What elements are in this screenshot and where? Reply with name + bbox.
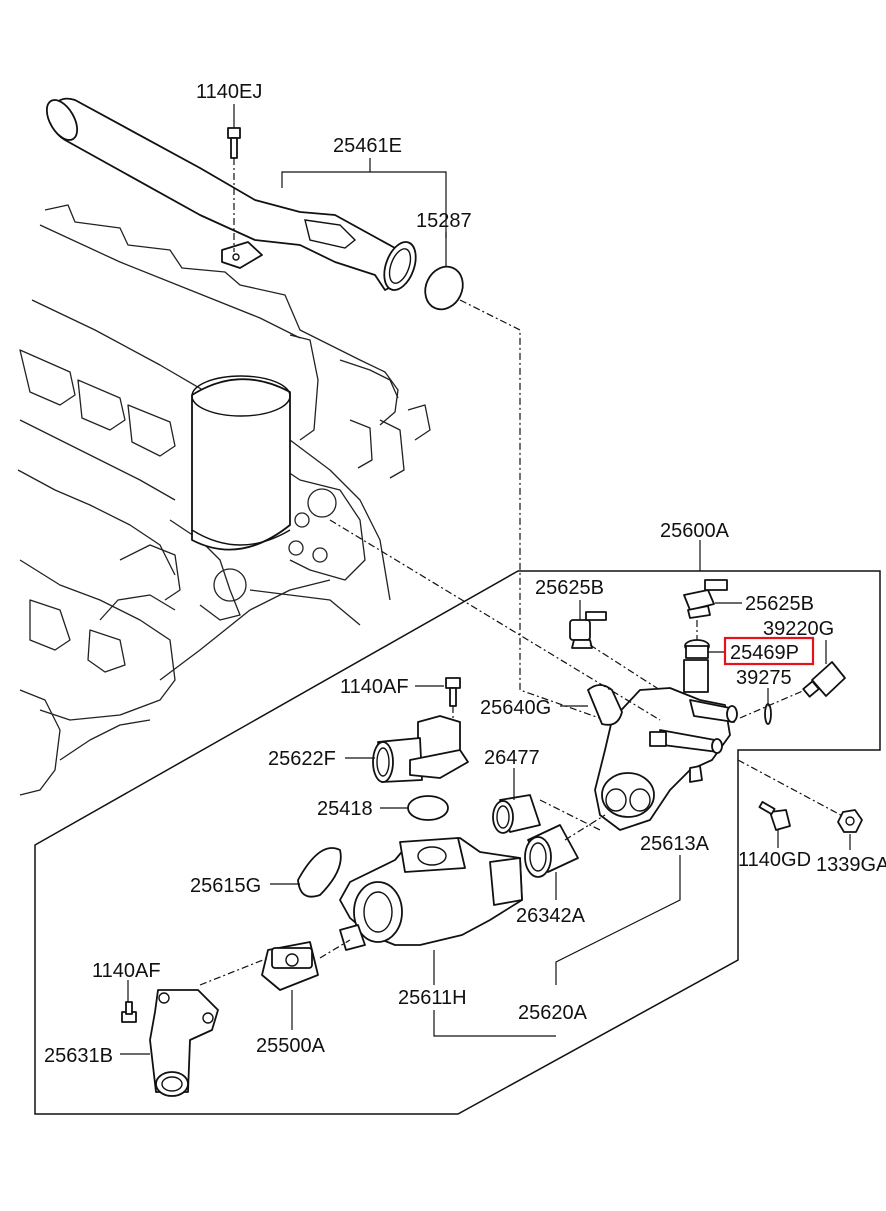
thermostat-housing-25613A <box>594 659 738 831</box>
o-ring-15287 <box>424 265 464 311</box>
label-1339GA: 1339GA <box>816 854 886 876</box>
water-inlet-25631B <box>149 989 219 1097</box>
assembly-frame <box>34 570 881 1115</box>
seal-25469P <box>684 639 710 659</box>
label-25615G: 25615G <box>190 875 261 897</box>
gasket-39275 <box>764 703 772 725</box>
bolt-1140EJ <box>227 127 241 159</box>
label-25418: 25418 <box>317 798 373 820</box>
hose-26477 <box>492 794 541 834</box>
housing-25611H <box>339 837 523 951</box>
label-25600A: 25600A <box>660 520 730 542</box>
label-25631B: 25631B <box>44 1045 113 1067</box>
label-39220G: 39220G <box>763 618 834 640</box>
label-26342A: 26342A <box>516 905 586 927</box>
gasket-25615G <box>297 847 342 898</box>
highlight-box-25469P <box>723 636 815 666</box>
sensor-25625B-left <box>569 611 607 649</box>
label-25622F: 25622F <box>268 748 336 770</box>
engine-block-illustration <box>17 204 431 796</box>
bolt-1140GD <box>758 801 791 831</box>
label-25461E: 25461E <box>333 135 402 157</box>
bolt-1140AF-bottom <box>121 1001 137 1023</box>
water-pipe-25461E <box>45 97 417 291</box>
bolt-1140AF-top <box>445 677 461 707</box>
label-25625B-right: 25625B <box>745 593 814 615</box>
hose-26342A <box>524 824 579 878</box>
label-25611H: 25611H <box>398 987 467 1009</box>
oil-filter-illustration <box>191 375 291 551</box>
label-1140AF-bottom: 1140AF <box>92 960 161 982</box>
nut-1339GA <box>837 809 863 833</box>
label-25500A: 25500A <box>256 1035 326 1057</box>
gasket-25640G <box>587 684 623 726</box>
label-25640G: 25640G <box>480 697 551 719</box>
sensor-25625B-right <box>683 579 728 619</box>
label-25625B-left: 25625B <box>535 577 604 599</box>
thermostat-25500A <box>261 941 319 991</box>
label-39275: 39275 <box>736 667 792 689</box>
label-1140GD: 1140GD <box>738 849 811 871</box>
label-25620A: 25620A <box>518 1002 588 1024</box>
label-1140EJ: 1140EJ <box>196 81 262 103</box>
sensor-39220G <box>802 661 846 698</box>
label-25613A: 25613A <box>640 833 710 855</box>
fitting-25622F <box>372 715 469 783</box>
label-25469P: 25469P <box>730 642 799 664</box>
label-15287: 15287 <box>416 210 472 232</box>
label-26477: 26477 <box>484 747 540 769</box>
label-1140AF-top: 1140AF <box>340 676 409 698</box>
o-ring-25418 <box>407 795 449 821</box>
